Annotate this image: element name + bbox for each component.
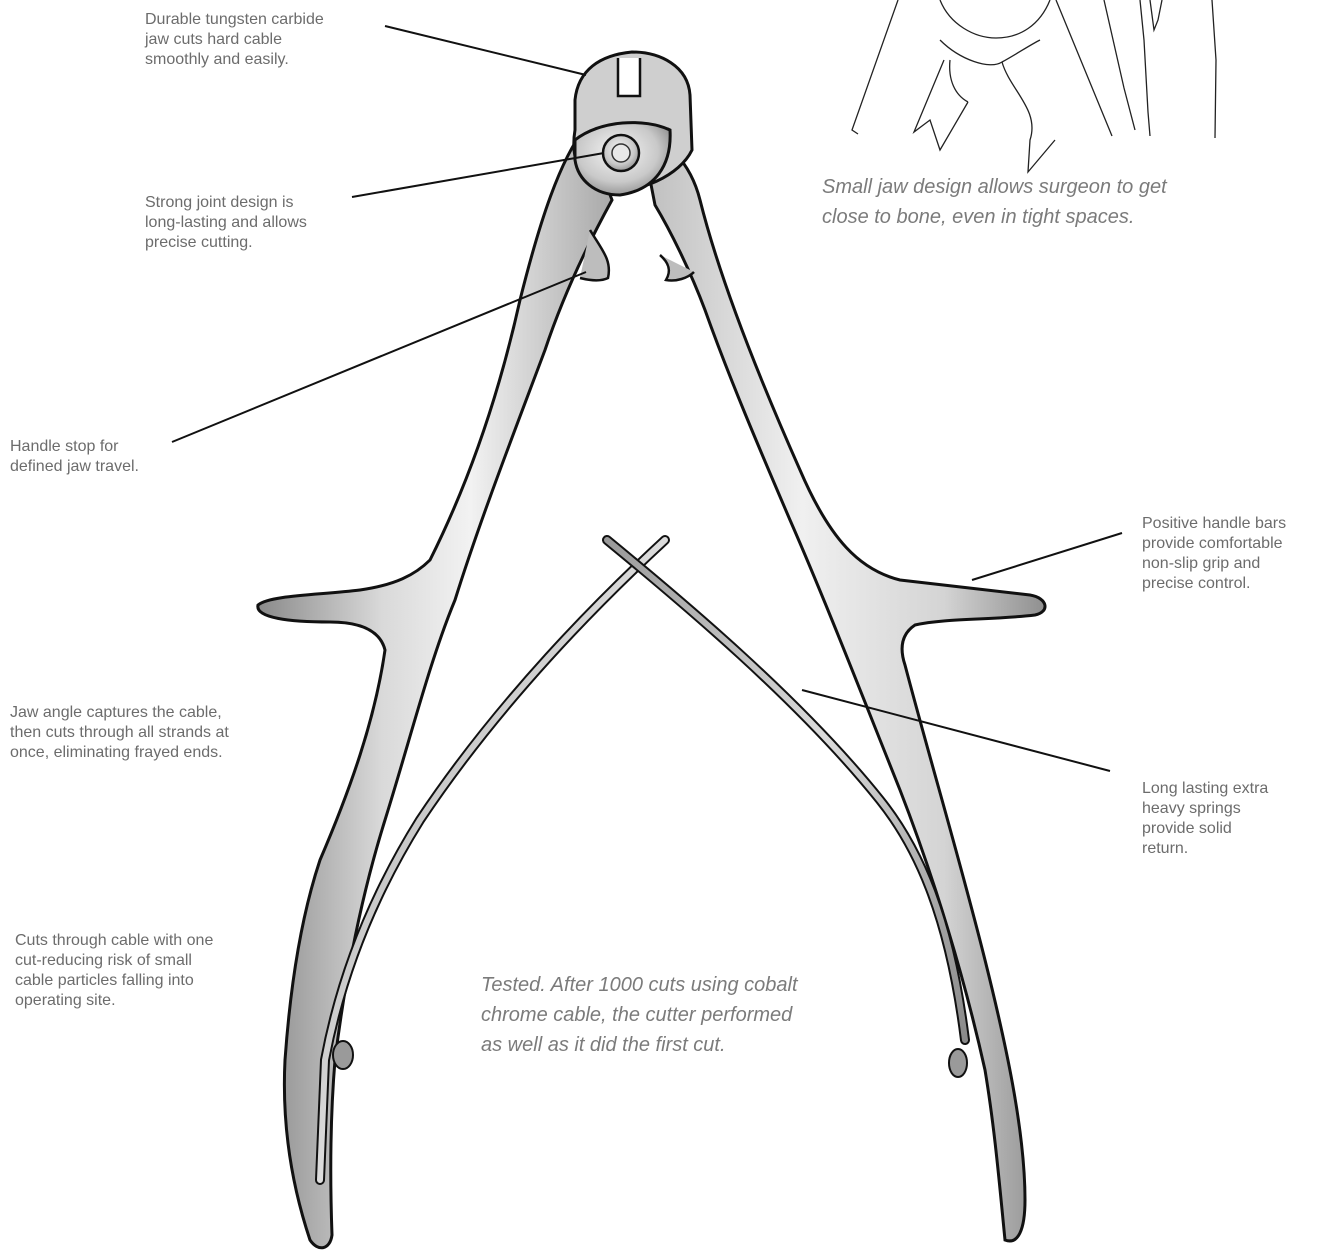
callout-springs: Long lasting extra heavy springs provide… (1142, 779, 1268, 859)
caption-small-jaw: Small jaw design allows surgeon to get c… (822, 172, 1167, 232)
caption-tested: Tested. After 1000 cuts using cobalt chr… (481, 970, 798, 1060)
callout-one-cut: Cuts through cable with one cut-reducing… (15, 931, 213, 1011)
jaw-detail-sketch (852, 0, 1216, 172)
callout-jaw: Durable tungsten carbide jaw cuts hard c… (145, 10, 324, 70)
left-handle (258, 128, 612, 1248)
callout-joint: Strong joint design is long-lasting and … (145, 193, 307, 253)
callout-handle-bars: Positive handle bars provide comfortable… (1142, 514, 1286, 594)
right-handle (640, 128, 1045, 1241)
callout-handle-stop: Handle stop for defined jaw travel. (10, 437, 139, 477)
callout-jaw-angle: Jaw angle captures the cable, then cuts … (10, 703, 229, 763)
